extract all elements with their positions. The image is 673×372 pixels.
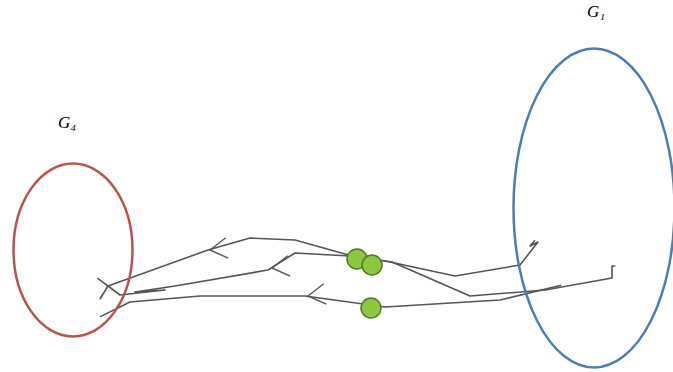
ellipse-outline bbox=[12, 162, 134, 338]
trajectory bbox=[100, 284, 561, 317]
green-marker bbox=[362, 255, 382, 275]
goal-region: G₁ bbox=[512, 47, 673, 369]
region-label: G₄ bbox=[58, 113, 76, 133]
ellipse-outline bbox=[512, 47, 673, 369]
green-marker bbox=[361, 298, 381, 318]
goal-region: G₄ bbox=[12, 162, 134, 338]
region-label: G₁ bbox=[587, 2, 605, 22]
